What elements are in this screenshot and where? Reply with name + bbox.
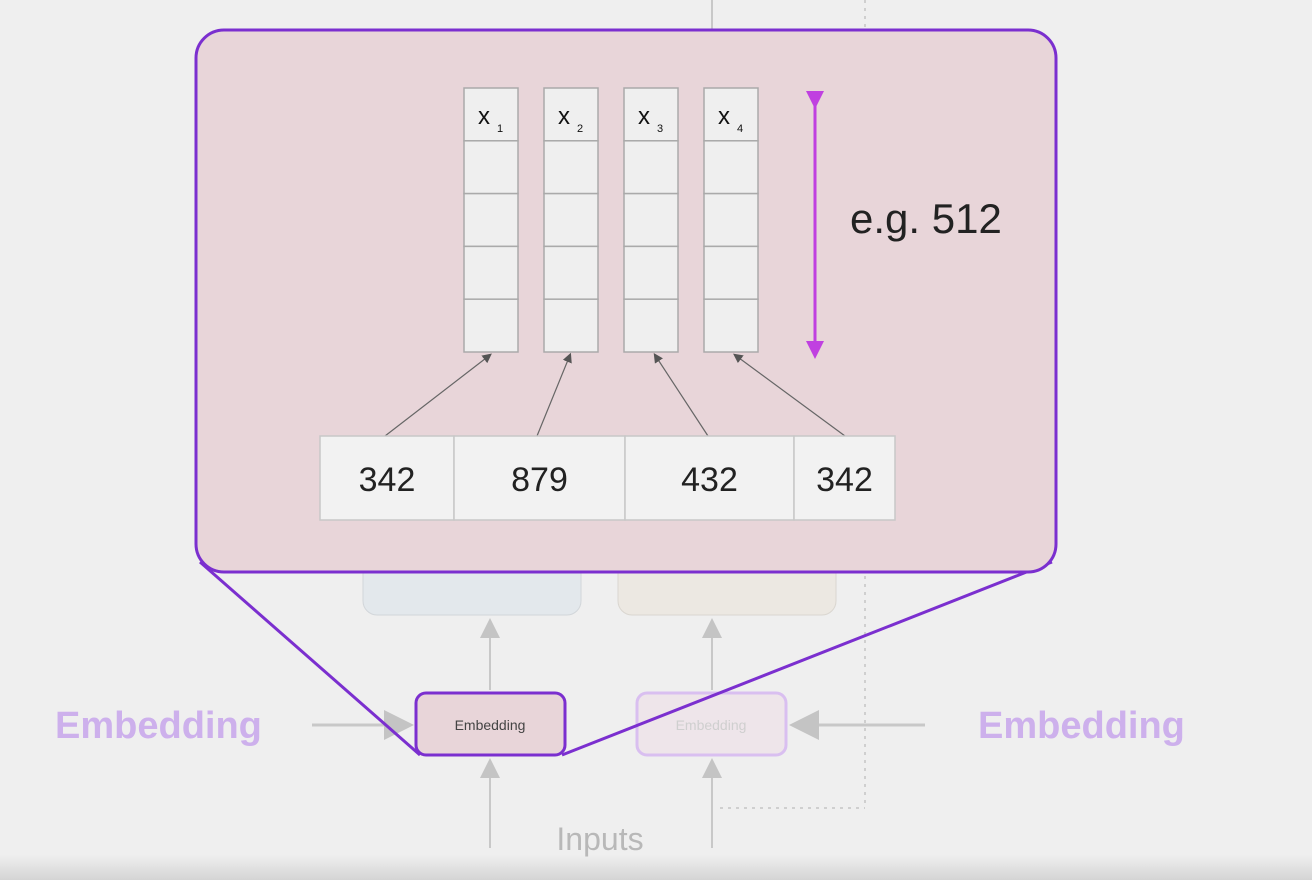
vector-cell [703, 298, 759, 353]
mapping-arrow [733, 353, 846, 437]
vector-cell [463, 298, 519, 353]
decoder-embedding-label: Embedding [676, 717, 747, 733]
token-id: 342 [359, 461, 416, 499]
vector-label: x [478, 103, 490, 130]
token-id: 879 [511, 461, 568, 499]
vector-cell [463, 192, 519, 248]
zoom-line [199, 560, 421, 757]
vector-subscript: 2 [577, 123, 583, 135]
vector-label: x [718, 103, 730, 130]
vector-cell [623, 192, 679, 248]
mapping-arrow [653, 352, 709, 437]
bottom-band [0, 855, 1312, 880]
vector-cell [543, 192, 599, 248]
vector-cell [623, 140, 679, 195]
vector-subscript: 3 [657, 123, 663, 135]
encoder-embedding-box [414, 691, 567, 757]
vector-label: x [638, 103, 650, 130]
vector-header-cell [543, 87, 599, 142]
vector-cell [463, 140, 519, 195]
vector-cell [543, 140, 599, 195]
dimension-label: e.g. 512 [850, 195, 1002, 242]
vector-cell [543, 245, 599, 300]
vector-header-cell [623, 87, 679, 142]
side-label-left: Embedding [55, 705, 262, 747]
vector-label: x [558, 103, 570, 130]
token-id: 432 [681, 461, 738, 499]
vector-header-cell [463, 87, 519, 142]
vector-subscript: 1 [497, 123, 503, 135]
mapping-arrow [536, 352, 572, 437]
mapping-arrow [384, 353, 492, 437]
vector-cell [463, 245, 519, 300]
zoom-line [561, 560, 1053, 757]
token-cell [793, 435, 896, 521]
vector-cell [703, 192, 759, 248]
token-id-row: 342 879 432 342 [319, 352, 896, 521]
vector-header-cell [703, 87, 759, 142]
inputs-label: Inputs [556, 821, 643, 857]
token-cell [624, 435, 795, 521]
vector-cell [543, 298, 599, 353]
token-id: 342 [816, 461, 873, 499]
side-label-right: Embedding [978, 705, 1185, 747]
token-cell [319, 435, 455, 521]
vector-cell [703, 140, 759, 195]
vector-cell [623, 298, 679, 353]
vector-cell [703, 245, 759, 300]
encoder-embedding-label: Embedding [455, 717, 526, 733]
token-cell [453, 435, 626, 521]
vector-subscript: 4 [737, 123, 743, 135]
vector-cell [623, 245, 679, 300]
